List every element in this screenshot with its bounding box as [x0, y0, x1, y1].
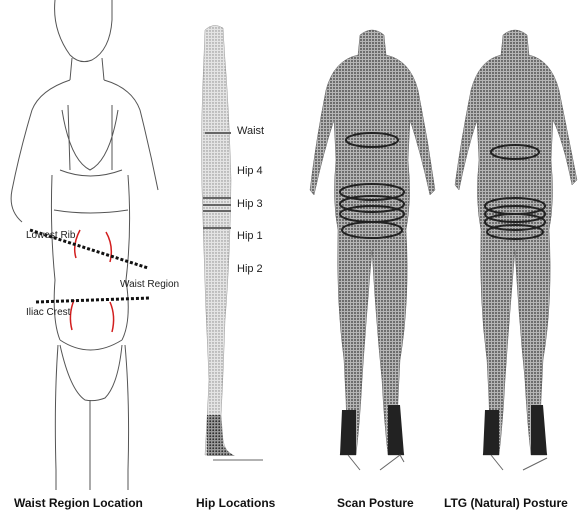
- scan-posture-panel: [300, 0, 445, 490]
- hip-label-2: Hip 2: [237, 263, 263, 275]
- hip-label-4: Hip 4: [237, 165, 263, 177]
- hip-label-3: Hip 3: [237, 198, 263, 210]
- hip-locations-panel: Waist Hip 4 Hip 3 Hip 1 Hip 2: [185, 0, 295, 490]
- body-outline-figure: Lowest Rib Waist Region Iliac Crest: [0, 0, 180, 490]
- caption-ltg-posture: LTG (Natural) Posture: [444, 496, 568, 510]
- side-scan-figure: Waist Hip 4 Hip 3 Hip 1 Hip 2: [185, 0, 295, 490]
- hip-label-waist: Waist: [237, 125, 264, 137]
- ltg-posture-figure: [447, 0, 582, 490]
- waist-region-label: Waist Region: [120, 279, 179, 290]
- iliac-crest-line: [36, 298, 150, 302]
- lowest-rib-label: Lowest Rib: [26, 230, 76, 241]
- caption-waist-region: Waist Region Location: [14, 496, 143, 510]
- ltg-posture-panel: [447, 0, 582, 490]
- scan-posture-figure: [300, 0, 445, 490]
- waist-region-panel: Lowest Rib Waist Region Iliac Crest: [0, 0, 180, 490]
- caption-hip-locations: Hip Locations: [196, 496, 275, 510]
- caption-scan-posture: Scan Posture: [337, 496, 414, 510]
- iliac-crest-label: Iliac Crest: [26, 307, 71, 318]
- hip-label-1: Hip 1: [237, 230, 263, 242]
- waist-region-markers: [70, 230, 113, 332]
